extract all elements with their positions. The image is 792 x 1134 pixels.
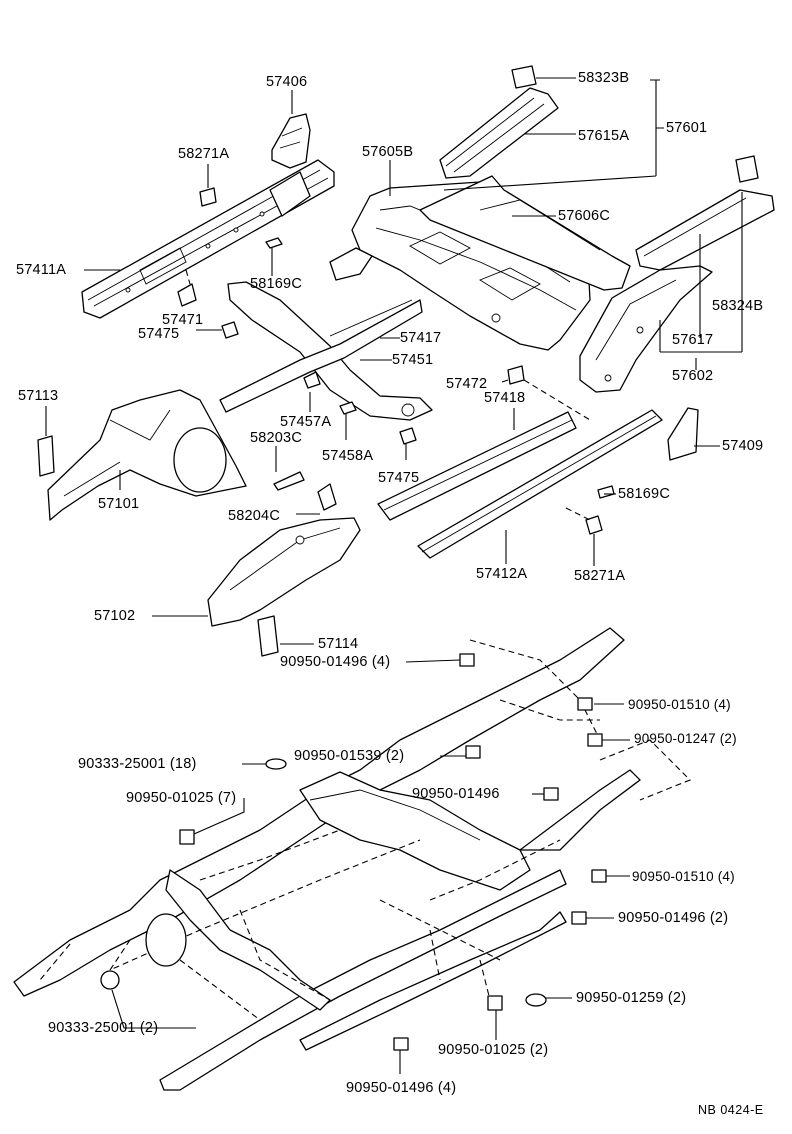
part-57475-mid[interactable]: [399, 427, 417, 445]
label-57411A: 57411A: [16, 262, 67, 278]
frame-assembly[interactable]: [13, 627, 691, 1091]
label-57457A: 57457A: [280, 414, 332, 430]
bolt-90950-01496-mid[interactable]: [543, 787, 559, 801]
label-58169C-mid: 58169C: [618, 486, 670, 502]
label-90950-01025-2: 90950-01025 (2): [438, 1042, 549, 1058]
part-57458A-bracket[interactable]: [339, 401, 357, 415]
part-58203C-bracket[interactable]: [273, 471, 305, 491]
leader-lines: [45, 77, 743, 1074]
part-58169C-top[interactable]: [265, 237, 283, 249]
label-90950-01496-4-bot: 90950-01496 (4): [346, 1080, 457, 1096]
part-58204C-bracket[interactable]: [317, 483, 337, 511]
label-57475-mid: 57475: [378, 470, 420, 486]
label-57472: 57472: [446, 376, 488, 392]
plug-90950-01259[interactable]: [525, 993, 547, 1007]
part-57602-rail-assembly[interactable]: [579, 189, 775, 393]
label-90950-01025-7: 90950-01025 (7): [126, 790, 237, 806]
part-57411A-rail[interactable]: [81, 159, 335, 319]
bolt-90950-01510-top[interactable]: [577, 697, 593, 711]
bolt-90950-01496-top[interactable]: [459, 653, 475, 667]
part-57406-bracket[interactable]: [271, 113, 311, 169]
label-57617: 57617: [672, 332, 714, 348]
label-57114: 57114: [318, 636, 359, 652]
label-58271A-top: 58271A: [178, 146, 230, 162]
label-90950-01510-4-low: 90950-01510 (4): [632, 869, 735, 884]
part-57472-bracket[interactable]: [507, 365, 525, 385]
label-58323B: 58323B: [578, 70, 630, 86]
part-58271A-top[interactable]: [199, 187, 217, 207]
part-57471[interactable]: [177, 283, 197, 307]
part-58324B-bracket[interactable]: [735, 155, 759, 183]
part-57101-housing[interactable]: [47, 389, 247, 521]
part-57451-crossmember[interactable]: [219, 281, 433, 421]
label-90950-01259-2: 90950-01259 (2): [576, 990, 687, 1006]
label-57458A: 57458A: [322, 448, 374, 464]
label-58169C-top: 58169C: [250, 276, 302, 292]
label-90950-01496-2: 90950-01496 (2): [618, 910, 729, 926]
part-57113-bracket[interactable]: [37, 435, 55, 477]
bolt-90950-01496-2[interactable]: [571, 911, 587, 925]
bolt-90950-01496-4-bot[interactable]: [393, 1037, 409, 1051]
label-57606C: 57606C: [558, 208, 610, 224]
bolt-90950-01247[interactable]: [587, 733, 603, 747]
label-57102: 57102: [94, 608, 136, 624]
label-58203C: 58203C: [250, 430, 302, 446]
label-90950-01247-2: 90950-01247 (2): [634, 731, 737, 746]
bolt-90950-01025-2[interactable]: [487, 995, 503, 1011]
plug-90333-25001-2[interactable]: [100, 970, 120, 990]
label-57409: 57409: [722, 438, 764, 454]
plug-90333-25001-18[interactable]: [265, 758, 287, 770]
bolt-90950-01539[interactable]: [465, 745, 481, 759]
label-57417: 57417: [400, 330, 442, 346]
part-58169C-mid[interactable]: [597, 485, 615, 499]
label-58271A-mid: 58271A: [574, 568, 626, 584]
label-90950-01496-4-top: 90950-01496 (4): [280, 654, 391, 670]
label-90950-01496-mid: 90950-01496: [412, 786, 500, 802]
label-57615A: 57615A: [578, 128, 630, 144]
label-57475-top: 57475: [138, 326, 180, 342]
label-57451: 57451: [392, 352, 434, 368]
bolt-90950-01025-7[interactable]: [179, 829, 195, 845]
part-57475-top[interactable]: [221, 321, 239, 339]
part-57102-housing[interactable]: [207, 517, 361, 627]
label-57602: 57602: [672, 368, 714, 384]
part-58323B-bracket[interactable]: [511, 65, 537, 89]
label-90333-25001-18: 90333-25001 (18): [78, 756, 197, 772]
label-57418: 57418: [484, 390, 526, 406]
label-57113: 57113: [18, 388, 59, 404]
part-57114-bracket[interactable]: [257, 615, 279, 657]
label-57471: 57471: [162, 312, 204, 328]
part-57418-rail[interactable]: [377, 411, 577, 521]
bolt-90950-01510-low[interactable]: [591, 869, 607, 883]
label-57101: 57101: [98, 496, 140, 512]
label-90950-01539-2: 90950-01539 (2): [294, 748, 405, 764]
label-58324B: 58324B: [712, 298, 764, 314]
part-57615A-rail[interactable]: [439, 87, 559, 179]
label-90950-01510-4-top: 90950-01510 (4): [628, 697, 731, 712]
diagram-code: NB 0424-E: [698, 1103, 764, 1117]
label-57601: 57601: [666, 120, 708, 136]
label-57605B: 57605B: [362, 144, 414, 160]
part-57417-rail[interactable]: [329, 299, 413, 337]
label-57412A: 57412A: [476, 566, 528, 582]
part-57606C-rail[interactable]: [419, 175, 631, 291]
part-57409-bracket[interactable]: [667, 407, 699, 461]
label-90333-25001-2: 90333-25001 (2): [48, 1020, 159, 1036]
label-57406: 57406: [266, 74, 308, 90]
part-58271A-mid[interactable]: [585, 515, 603, 535]
part-57412A-rail[interactable]: [417, 409, 663, 559]
label-58204C: 58204C: [228, 508, 280, 524]
part-57457A-bracket[interactable]: [303, 371, 321, 389]
